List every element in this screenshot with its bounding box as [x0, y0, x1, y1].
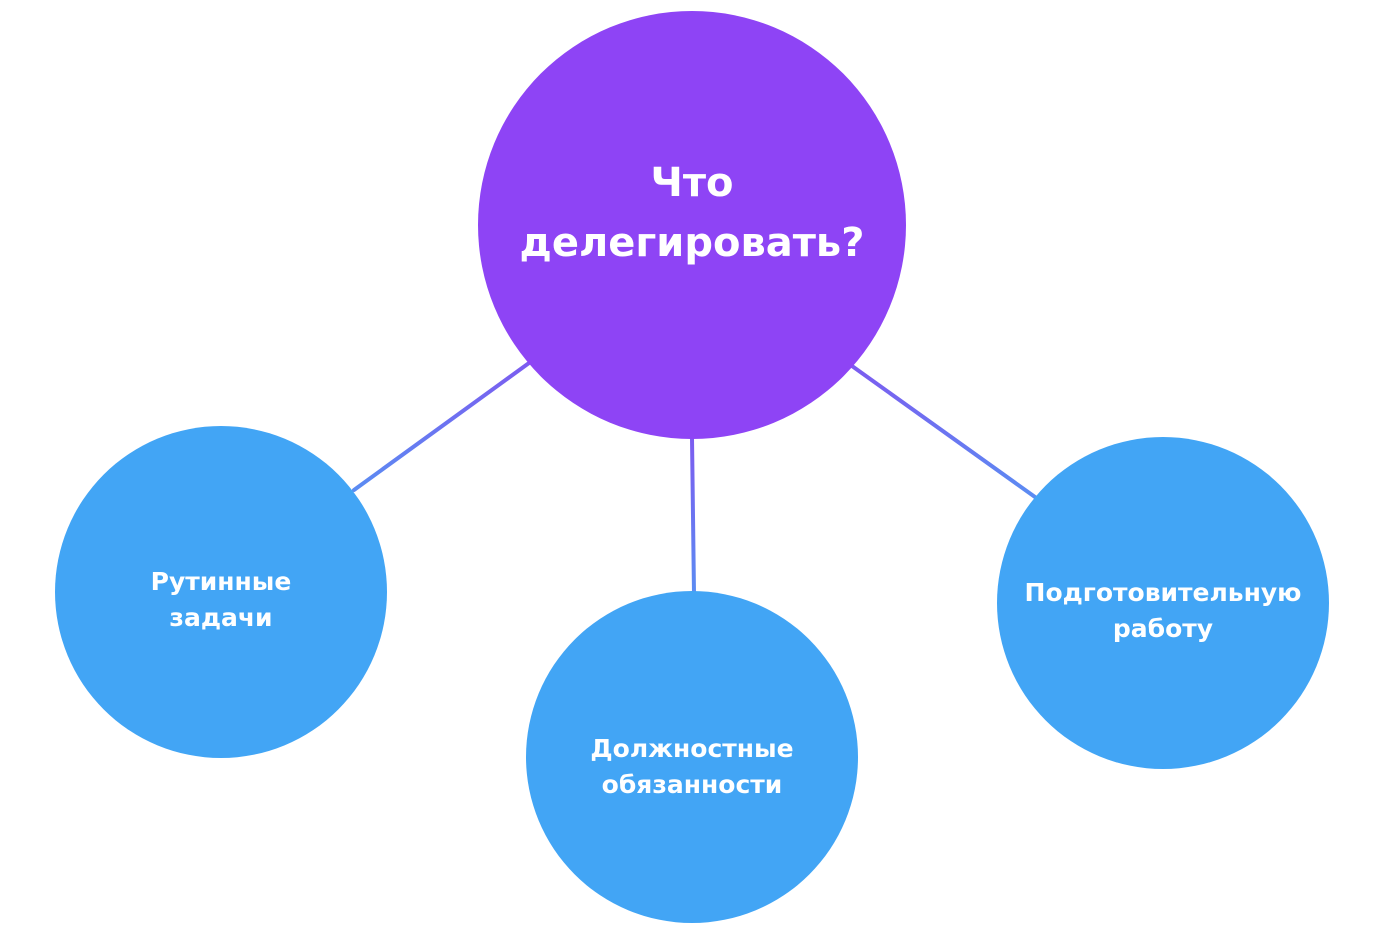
child-node-job-duties: Должностные обязанности: [526, 591, 858, 923]
child-right-label-line-1: Подготовительную: [1025, 578, 1302, 607]
child-node-preparatory-work: Подготовительную работу: [997, 437, 1329, 769]
center-circle: [478, 11, 906, 439]
center-label-line-1: Что: [651, 160, 734, 206]
connector-right: [850, 364, 1037, 499]
connector-bottom: [690, 436, 696, 596]
child-left-label-line-1: Рутинные: [151, 567, 292, 596]
child-circle-right: [997, 437, 1329, 769]
child-bottom-label-line-1: Должностные: [590, 734, 793, 763]
child-node-routine-tasks: Рутинные задачи: [55, 426, 387, 758]
connector-left: [352, 361, 531, 492]
child-left-label-line-2: задачи: [169, 603, 272, 632]
child-circle-left: [55, 426, 387, 758]
center-label-line-2: делегировать?: [520, 220, 865, 266]
child-right-label-line-2: работу: [1113, 614, 1213, 643]
child-bottom-label-line-2: обязанности: [602, 770, 783, 799]
center-node: Что делегировать?: [478, 11, 906, 439]
child-circle-bottom: [526, 591, 858, 923]
